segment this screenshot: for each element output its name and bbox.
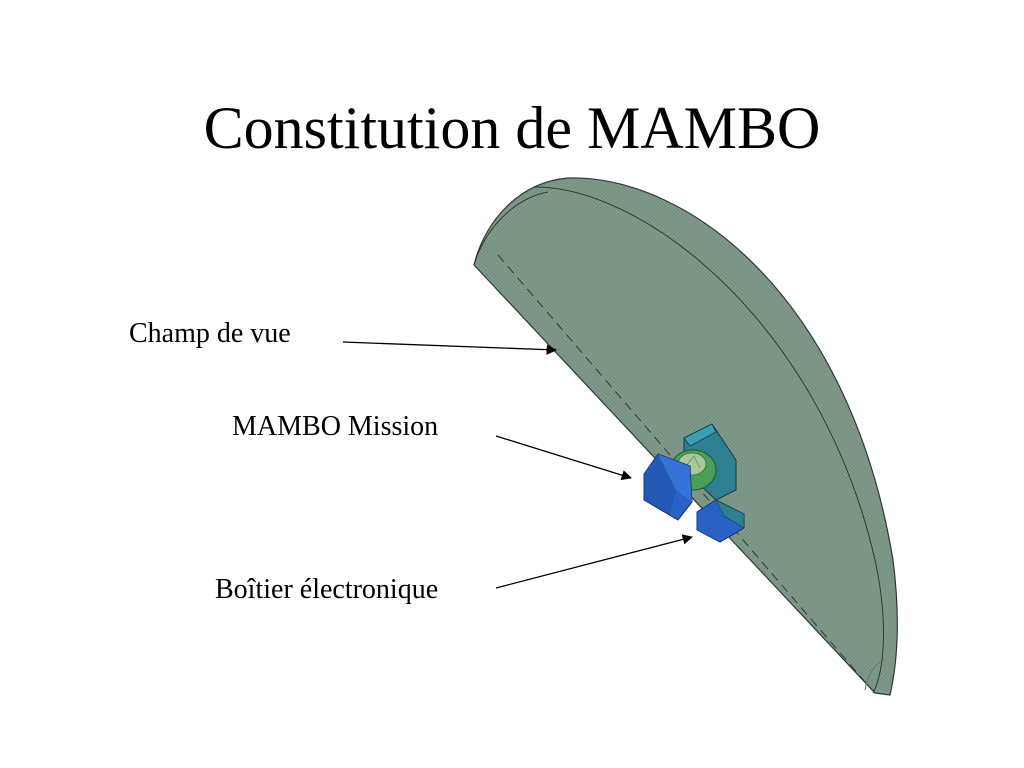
arrow-boitier-electronique — [495, 534, 694, 589]
arrow-mambo-mission — [495, 435, 632, 481]
label-mambo-mission: MAMBO Mission — [232, 411, 439, 442]
arrow-champ-de-vue — [342, 341, 558, 355]
field-of-view-cone — [473, 177, 898, 696]
slide-title: Constitution de MAMBO — [203, 95, 821, 161]
mambo-mission-instrument — [643, 423, 737, 521]
electronics-box — [696, 499, 745, 543]
label-champ-de-vue: Champ de vue — [129, 318, 291, 349]
label-boitier-electronique: Boîtier électronique — [215, 574, 439, 605]
